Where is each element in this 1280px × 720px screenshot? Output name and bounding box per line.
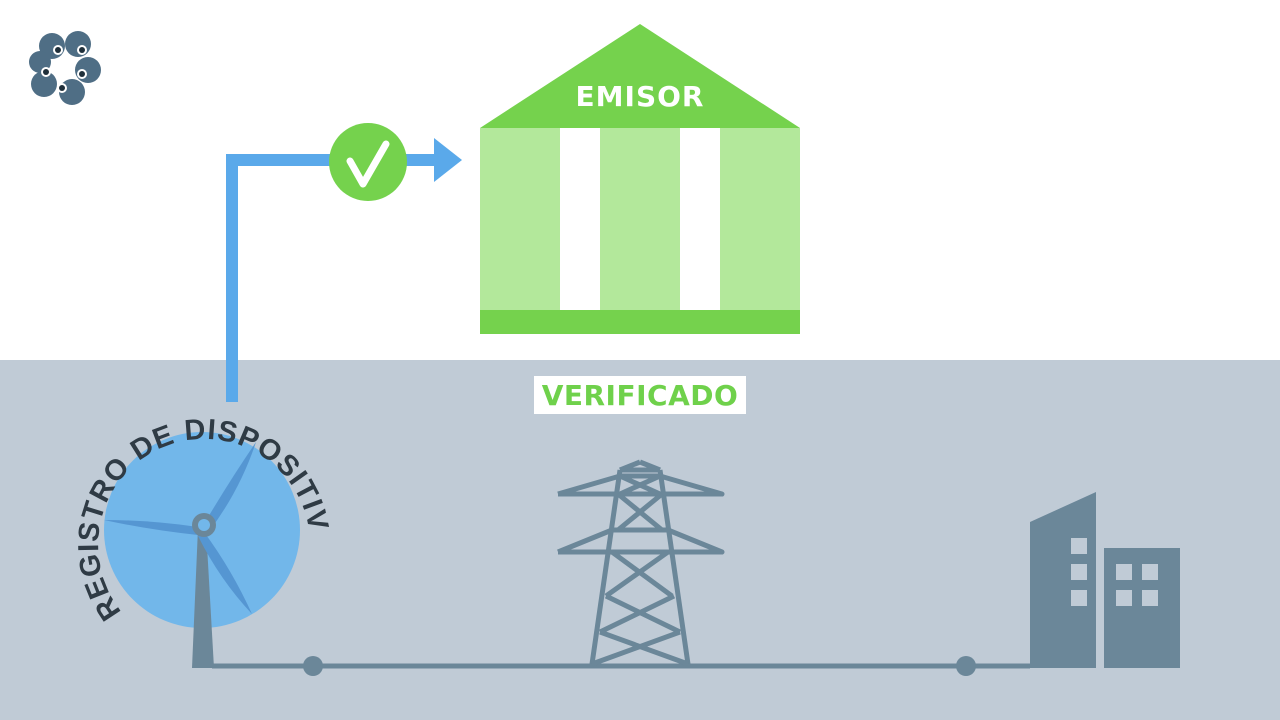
check-icon bbox=[329, 123, 407, 201]
verificado-badge: VERIFICADO bbox=[534, 376, 746, 414]
logo-icon bbox=[29, 31, 101, 105]
buildings bbox=[1030, 492, 1180, 668]
wind-turbine bbox=[104, 432, 300, 668]
emisor-label: EMISOR bbox=[575, 79, 705, 113]
flow-arrow bbox=[226, 138, 462, 402]
power-line bbox=[212, 656, 1030, 676]
transmission-tower bbox=[557, 459, 725, 667]
emisor-building bbox=[480, 24, 800, 334]
